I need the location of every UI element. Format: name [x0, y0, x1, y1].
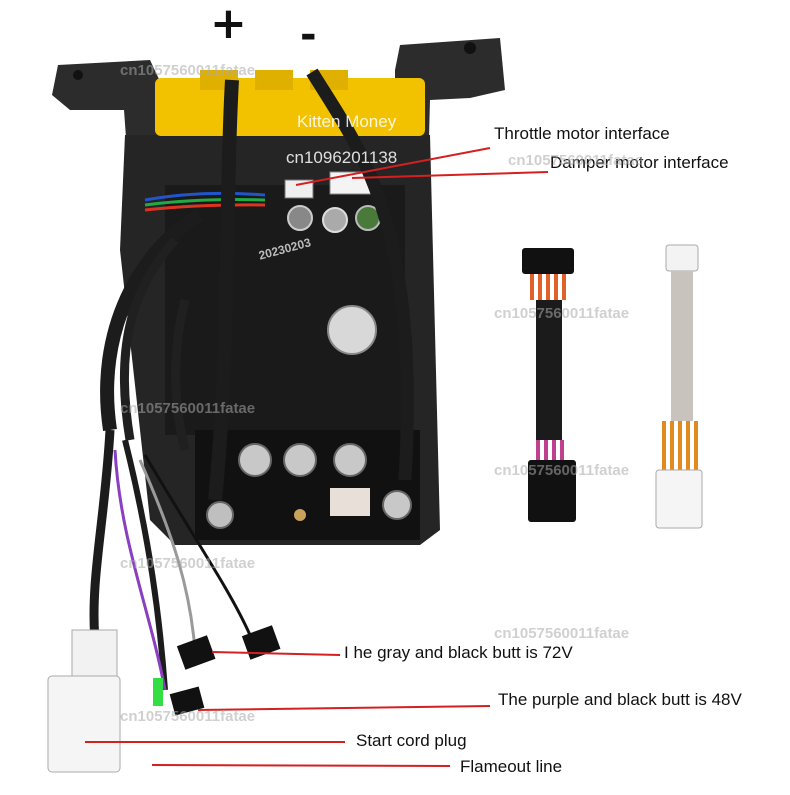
gray-black-connector — [176, 635, 216, 670]
throttle-connector — [284, 179, 314, 199]
adapter-white-top — [665, 244, 699, 272]
label-flameout-line: Flameout line — [460, 757, 563, 776]
watermark-seller-a-3: cn1057560011fatae — [494, 305, 630, 322]
gray-wire — [138, 459, 197, 651]
watermark-seller-a-8: cn1057560011fatae — [120, 708, 256, 725]
adapter-white-bottom — [655, 469, 703, 529]
label-start-cord-plug: Start cord plug — [356, 731, 467, 750]
purple-black-connector — [169, 686, 205, 716]
label-damper-motor-interface: Damper motor interface — [550, 153, 729, 172]
leader-flameout — [151, 764, 451, 767]
leader-damper — [351, 171, 549, 179]
leader-purple-black — [197, 705, 491, 711]
watermark-seller-a-1: cn1057560011fatae — [120, 62, 256, 79]
start-cord-plug — [71, 629, 118, 679]
capacitor — [287, 205, 313, 231]
watermark-seller-a-2: cn1057560011fatae — [508, 152, 644, 169]
adapter-black-bottom — [528, 460, 576, 522]
positive-cable — [208, 79, 239, 501]
adapter-black-top — [522, 248, 574, 274]
label-throttle-motor-interface: Throttle motor interface — [494, 124, 670, 143]
green-bullet — [153, 678, 163, 706]
watermark-seller-b: cn1096201138 — [286, 148, 398, 167]
gray-black-connector-2 — [241, 625, 281, 660]
harness — [100, 208, 204, 432]
capacitor — [322, 207, 348, 233]
negative-sign: - — [300, 12, 317, 58]
capacitor — [327, 305, 377, 355]
positive-sign: + — [210, 0, 247, 49]
leader-throttle — [295, 147, 491, 186]
terminal-block — [155, 78, 425, 136]
watermark-seller-a-5: cn1057560011fatae — [494, 462, 630, 479]
purple-wire — [113, 449, 167, 691]
watermark-shop: Kitten Money — [297, 112, 397, 131]
label-gray-black-72v: I he gray and black butt is 72V — [344, 643, 573, 662]
watermark-seller-a-7: cn1057560011fatae — [494, 625, 630, 642]
leader-gray-black — [211, 651, 341, 656]
watermark-seller-a-6: cn1057560011fatae — [120, 555, 256, 572]
watermark-seller-a-4: cn1057560011fatae — [120, 400, 256, 417]
label-purple-black-48v: The purple and black butt is 48V — [498, 690, 742, 709]
negative-cable — [306, 68, 414, 481]
